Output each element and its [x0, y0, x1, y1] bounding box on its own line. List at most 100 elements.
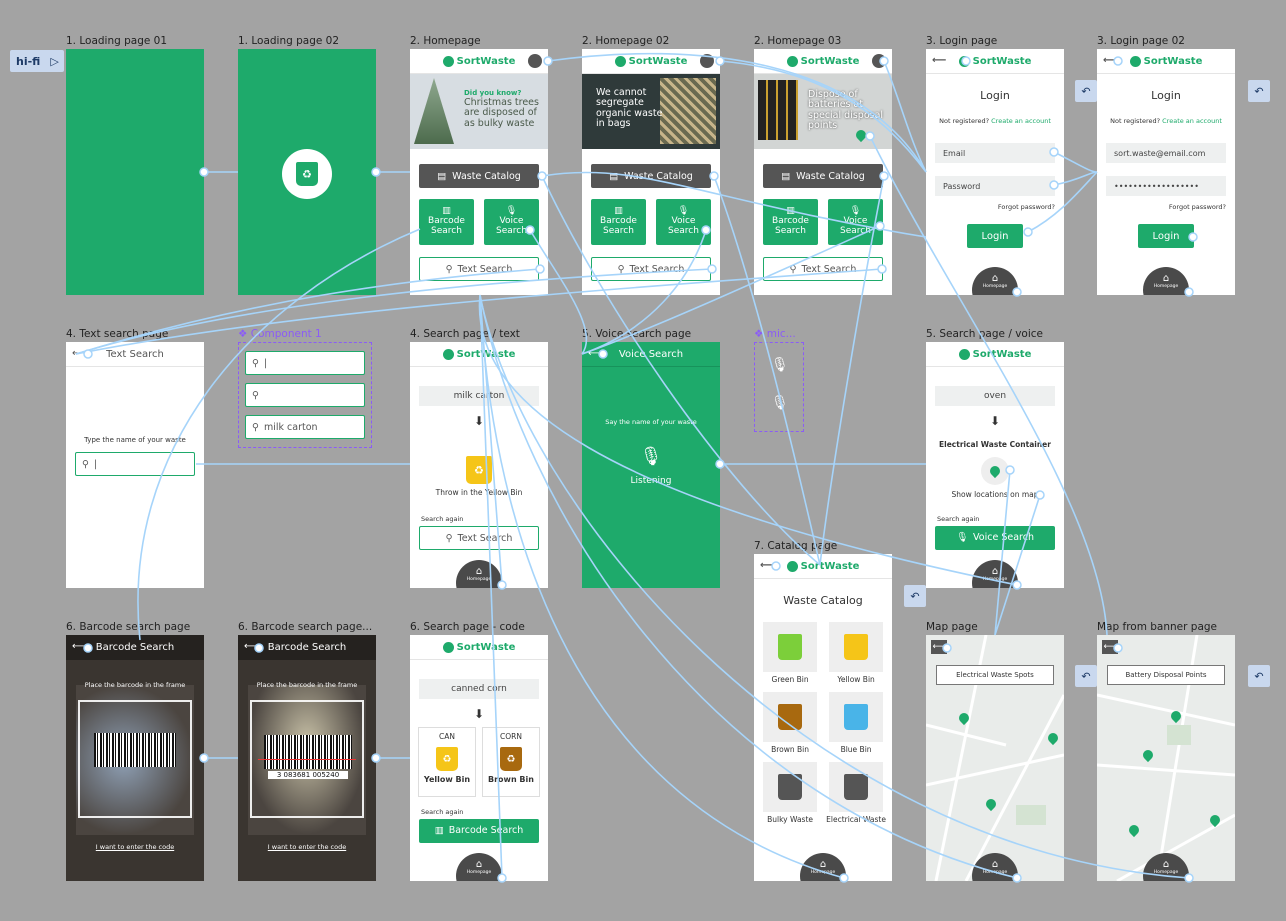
- back-action-icon[interactable]: ↶: [1248, 665, 1270, 687]
- waste-catalog-button[interactable]: ▤Waste Catalog: [591, 164, 711, 188]
- frame-label[interactable]: 4. Search page / text: [410, 328, 520, 340]
- flow-start-tag[interactable]: hi-fi▷: [10, 50, 64, 72]
- mic-component-set[interactable]: 🎙 🎙: [754, 342, 804, 432]
- waste-catalog-button[interactable]: ▤Waste Catalog: [763, 164, 883, 188]
- frame-label[interactable]: 4. Text search page: [66, 328, 169, 340]
- homepage-frame-3[interactable]: SortWaste Dispose of batteries at specia…: [754, 49, 892, 295]
- home-button[interactable]: ⌂Homepage: [972, 267, 1018, 295]
- loading-frame-2[interactable]: ♻: [238, 49, 376, 295]
- back-arrow-icon[interactable]: ⟵: [244, 641, 259, 652]
- catalog-bin-item[interactable]: Bulky Waste: [762, 762, 818, 824]
- search-input-variant[interactable]: ⚲|: [245, 351, 365, 375]
- frame-label[interactable]: 1. Loading page 02: [238, 35, 340, 47]
- text-search-button[interactable]: ⚲Text Search: [419, 526, 539, 550]
- catalog-bin-item[interactable]: Blue Bin: [826, 692, 886, 754]
- waste-catalog-button[interactable]: ▤Waste Catalog: [419, 164, 539, 188]
- back-arrow-icon[interactable]: ⟵: [72, 348, 87, 359]
- frame-label[interactable]: 3. Login page: [926, 35, 998, 47]
- frame-label[interactable]: 5. Search page / voice: [926, 328, 1043, 340]
- voice-search-frame[interactable]: ⟵Voice Search Say the name of your waste…: [582, 342, 720, 588]
- create-account-link[interactable]: Create an account: [991, 117, 1051, 125]
- user-icon[interactable]: [528, 54, 542, 68]
- password-field[interactable]: Password: [935, 176, 1055, 196]
- email-field[interactable]: Email: [935, 143, 1055, 163]
- login-frame[interactable]: ⟵SortWaste Login Not registered? Create …: [926, 49, 1064, 295]
- mic-icon[interactable]: 🎙: [771, 357, 789, 373]
- back-arrow-icon[interactable]: ⟵: [1103, 55, 1118, 66]
- loading-frame-1[interactable]: [66, 49, 204, 295]
- home-button[interactable]: ⌂Homepage: [456, 853, 502, 881]
- back-arrow-icon[interactable]: ⟵: [760, 560, 775, 571]
- map-frame[interactable]: ⟵ Electrical Waste Spots ⌂Homepage: [926, 635, 1064, 881]
- email-field[interactable]: sort.waste@email.com: [1106, 143, 1226, 163]
- component-set[interactable]: ⚲| ⚲ ⚲milk carton: [238, 342, 372, 448]
- enter-code-link[interactable]: I want to enter the code: [95, 843, 175, 851]
- mic-icon[interactable]: 🎙: [771, 395, 789, 411]
- frame-label[interactable]: 6. Barcode search page...: [238, 621, 373, 633]
- frame-label[interactable]: 1. Loading page 01: [66, 35, 168, 47]
- voice-search-button[interactable]: 🎙Voice Search: [935, 526, 1055, 550]
- map-pin-button[interactable]: [981, 457, 1009, 485]
- text-search-button[interactable]: ⚲Text Search: [763, 257, 883, 281]
- text-search-button[interactable]: ⚲Text Search: [419, 257, 539, 281]
- password-field[interactable]: ••••••••••••••••••: [1106, 176, 1226, 196]
- forgot-password-link[interactable]: Forgot password?: [1168, 203, 1226, 211]
- home-button[interactable]: ⌂Homepage: [1143, 267, 1189, 295]
- barcode-search-button[interactable]: ▥Barcode Search: [419, 199, 474, 245]
- voice-search-button[interactable]: 🎙Voice Search: [828, 199, 883, 245]
- search-input-variant[interactable]: ⚲milk carton: [245, 415, 365, 439]
- voice-search-button[interactable]: 🎙Voice Search: [484, 199, 539, 245]
- catalog-bin-item[interactable]: Brown Bin: [762, 692, 818, 754]
- back-arrow-icon[interactable]: ⟵: [931, 640, 947, 654]
- back-arrow-icon[interactable]: ⟵: [1102, 640, 1118, 654]
- banner[interactable]: We cannot segregate organic waste in bag…: [582, 74, 720, 149]
- barcode-search-frame-2[interactable]: ⟵Barcode Search Place the barcode in the…: [238, 635, 376, 881]
- search-result-voice-frame[interactable]: SortWaste oven ⬇ Electrical Waste Contai…: [926, 342, 1064, 588]
- voice-search-button[interactable]: 🎙Voice Search: [656, 199, 711, 245]
- login-button[interactable]: Login: [967, 224, 1023, 248]
- frame-label[interactable]: 2. Homepage 02: [582, 35, 670, 47]
- search-result-text-frame[interactable]: SortWaste milk carton ⬇ ♻ Throw in the Y…: [410, 342, 548, 588]
- barcode-search-button[interactable]: ▥Barcode Search: [763, 199, 818, 245]
- back-arrow-icon[interactable]: ⟵: [72, 641, 87, 652]
- search-input[interactable]: ⚲|: [75, 452, 195, 476]
- banner[interactable]: Did you know?Christmas trees are dispose…: [410, 74, 548, 149]
- mic-icon[interactable]: 🎙: [639, 446, 663, 467]
- catalog-bin-item[interactable]: Electrical Waste: [826, 762, 886, 824]
- frame-label[interactable]: ❖ mic...: [754, 328, 796, 340]
- barcode-search-frame[interactable]: ⟵Barcode Search Place the barcode in the…: [66, 635, 204, 881]
- login-frame-2[interactable]: ⟵SortWaste Login Not registered? Create …: [1097, 49, 1235, 295]
- homepage-frame[interactable]: SortWaste Did you know?Christmas trees a…: [410, 49, 548, 295]
- banner[interactable]: Dispose of batteries at special disposal…: [754, 74, 892, 149]
- home-button[interactable]: ⌂Homepage: [800, 853, 846, 881]
- back-arrow-icon[interactable]: ⟵: [932, 55, 947, 66]
- frame-label[interactable]: 5. Voice search page: [582, 328, 692, 340]
- frame-label[interactable]: 2. Homepage 03: [754, 35, 842, 47]
- back-arrow-icon[interactable]: ⟵: [588, 348, 603, 359]
- search-input-variant[interactable]: ⚲: [245, 383, 365, 407]
- create-account-link[interactable]: Create an account: [1162, 117, 1222, 125]
- forgot-password-link[interactable]: Forgot password?: [997, 203, 1055, 211]
- barcode-search-button[interactable]: ▥Barcode Search: [591, 199, 646, 245]
- user-icon[interactable]: [700, 54, 714, 68]
- show-locations-link[interactable]: Show locations on map: [951, 490, 1039, 499]
- home-button[interactable]: ⌂Homepage: [972, 560, 1018, 588]
- back-action-icon[interactable]: ↶: [904, 585, 926, 607]
- homepage-frame-2[interactable]: SortWaste We cannot segregate organic wa…: [582, 49, 720, 295]
- barcode-search-button[interactable]: ▥Barcode Search: [419, 819, 539, 843]
- frame-label[interactable]: 3. Login page 02: [1097, 35, 1185, 47]
- frame-label[interactable]: 7. Catalog page: [754, 540, 838, 552]
- text-search-button[interactable]: ⚲Text Search: [591, 257, 711, 281]
- login-button[interactable]: Login: [1138, 224, 1194, 248]
- frame-label[interactable]: Map from banner page: [1097, 621, 1218, 633]
- text-search-frame[interactable]: ⟵Text Search Type the name of your waste…: [66, 342, 204, 588]
- frame-label[interactable]: ❖ Component 1: [238, 328, 322, 340]
- enter-code-link[interactable]: I want to enter the code: [267, 843, 347, 851]
- home-button[interactable]: ⌂Homepage: [456, 560, 502, 588]
- frame-label[interactable]: 6. Barcode search page: [66, 621, 191, 633]
- search-result-code-frame[interactable]: SortWaste canned corn ⬇ CAN ♻ Yellow Bin…: [410, 635, 548, 881]
- back-action-icon[interactable]: ↶: [1075, 665, 1097, 687]
- map-banner-frame[interactable]: ⟵ Battery Disposal Points ⌂Homepage: [1097, 635, 1235, 881]
- catalog-bin-item[interactable]: Yellow Bin: [826, 622, 886, 684]
